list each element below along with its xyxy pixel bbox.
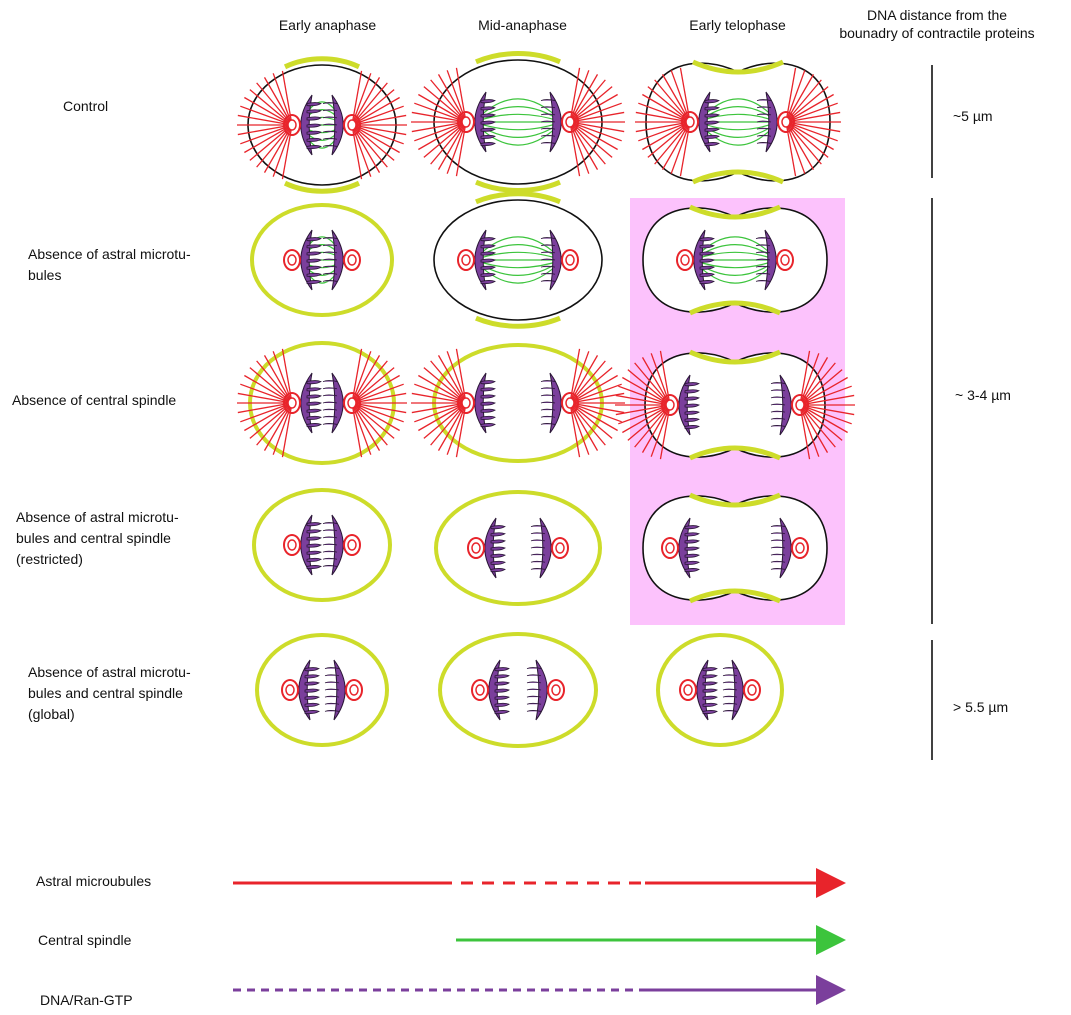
- column-header-mid-anaphase: Mid-anaphase: [478, 17, 567, 33]
- row-label-control: Control: [63, 98, 109, 114]
- cell-no-spindle-early-anaphase: [237, 341, 407, 465]
- cell-control-early-telophase: [635, 59, 841, 185]
- cell-no-astral-early-telophase: [642, 204, 828, 316]
- cell-restricted-early-telophase: [642, 492, 828, 604]
- cell-control-mid-anaphase: [411, 51, 625, 193]
- cell-global-early-telophase: [656, 633, 784, 747]
- row-label-no-both-global: Absence of astral microtu- bules and cen…: [28, 664, 191, 722]
- cell-restricted-early-anaphase: [252, 488, 392, 602]
- cell-no-astral-mid-anaphase: [433, 191, 603, 329]
- distance-restricted: ~ 3-4 µm: [955, 387, 1011, 403]
- distance-global: > 5.5 µm: [953, 699, 1009, 715]
- legend-label-astral: Astral microubules: [36, 873, 152, 889]
- cell-no-spindle-early-telophase: [615, 349, 855, 461]
- cell-global-early-anaphase: [255, 633, 389, 747]
- row-label-no-astral: Absence of astral microtu- bules: [28, 246, 191, 283]
- column-header-early-telophase: Early telophase: [689, 17, 786, 33]
- distance-control: ~5 µm: [953, 108, 993, 124]
- cell-no-spindle-mid-anaphase: [411, 343, 625, 463]
- cell-global-mid-anaphase: [438, 632, 598, 748]
- cell-control-early-anaphase: [237, 56, 407, 194]
- row-label-no-central-spindle: Absence of central spindle: [12, 392, 177, 408]
- column-header-early-anaphase: Early anaphase: [278, 17, 377, 33]
- distance-header: DNA distance from the bounadry of contra…: [839, 7, 1035, 41]
- cell-no-astral-early-anaphase: [250, 203, 394, 317]
- legend-label-dna: DNA/Ran-GTP: [40, 992, 133, 1008]
- cell-restricted-mid-anaphase: [434, 490, 602, 606]
- legend-label-spindle: Central spindle: [38, 932, 132, 948]
- row-label-no-both-restricted: Absence of astral microtu- bules and cen…: [16, 509, 179, 567]
